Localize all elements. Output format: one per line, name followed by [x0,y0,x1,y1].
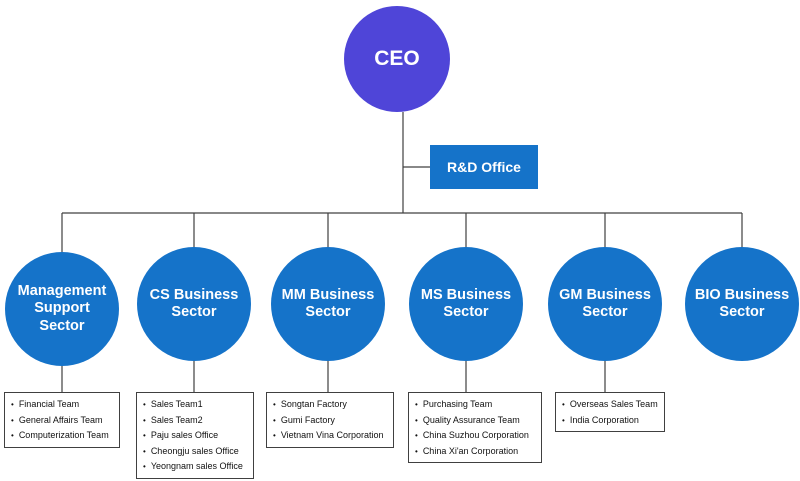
sector-mm-business: MM Business Sector [271,247,385,361]
team-item: Overseas Sales Team [562,397,658,413]
sector-bio-business: BIO Business Sector [685,247,799,361]
team-item: Quality Assurance Team [415,413,535,429]
team-item: China Xi'an Corporation [415,444,535,460]
team-item: Financial Team [11,397,113,413]
rnd-office-node: R&D Office [430,145,538,189]
team-item: Vietnam Vina Corporation [273,428,387,444]
team-item: Yeongnam sales Office [143,459,247,475]
team-box-gm-business: Overseas Sales Team India Corporation [555,392,665,432]
team-item: Sales Team2 [143,413,247,429]
sector-cs-business: CS Business Sector [137,247,251,361]
team-item: Cheongju sales Office [143,444,247,460]
team-item: China Suzhou Corporation [415,428,535,444]
rnd-office-label: R&D Office [447,159,521,175]
team-item: Computerization Team [11,428,113,444]
team-item: General Affairs Team [11,413,113,429]
team-item: Gumi Factory [273,413,387,429]
team-item: Songtan Factory [273,397,387,413]
sector-label: GM Business Sector [559,286,651,320]
team-box-mm-business: Songtan Factory Gumi Factory Vietnam Vin… [266,392,394,448]
team-box-management-support: Financial Team General Affairs Team Comp… [4,392,120,448]
ceo-node: CEO [344,6,450,112]
sector-label: CS Business Sector [149,286,239,320]
team-item: Sales Team1 [143,397,247,413]
sector-gm-business: GM Business Sector [548,247,662,361]
ceo-label: CEO [374,47,420,71]
team-box-cs-business: Sales Team1 Sales Team2 Paju sales Offic… [136,392,254,479]
sector-label: BIO Business Sector [694,286,790,320]
team-item: India Corporation [562,413,658,429]
sector-label: MM Business Sector [281,286,375,320]
team-item: Paju sales Office [143,428,247,444]
sector-management-support: Management Support Sector [5,252,119,366]
sector-label: MS Business Sector [420,286,512,320]
team-box-ms-business: Purchasing Team Quality Assurance Team C… [408,392,542,463]
team-item: Purchasing Team [415,397,535,413]
sector-ms-business: MS Business Sector [409,247,523,361]
sector-label: Management Support Sector [17,282,107,334]
